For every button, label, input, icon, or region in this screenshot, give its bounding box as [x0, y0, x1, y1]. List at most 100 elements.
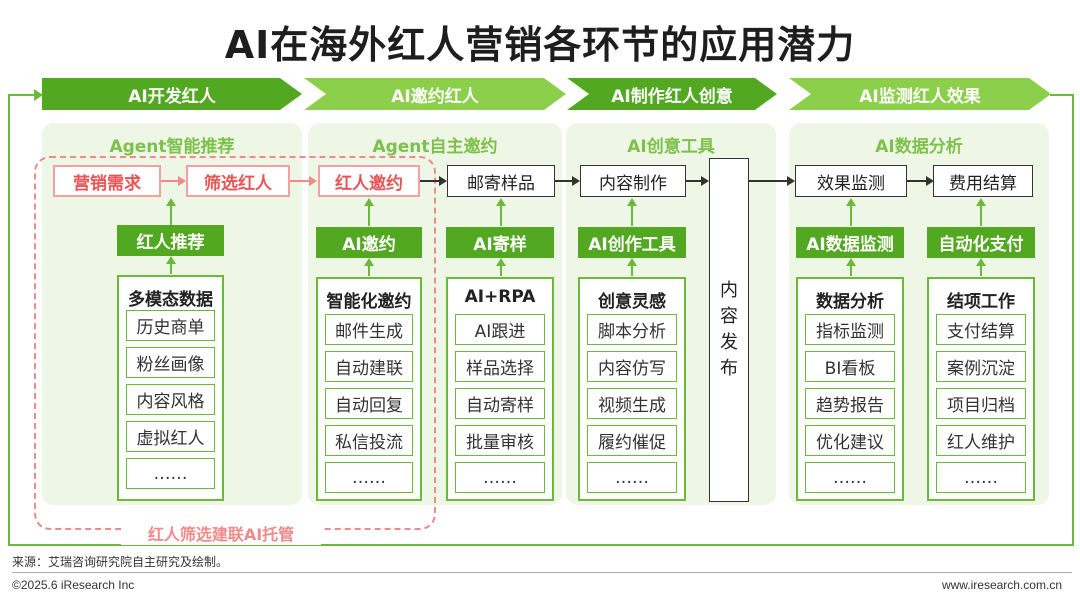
arrow-line-3	[420, 180, 440, 182]
list-item: 内容仿写	[587, 351, 677, 382]
stack-settlement-work: 结项工作 支付结算 案例沉淀 项目归档 红人维护 ……	[927, 277, 1035, 501]
list-item: 指标监测	[805, 314, 895, 345]
arrow-head-1	[178, 176, 186, 186]
stage-invite-influencers: AI邀约红人	[304, 78, 566, 110]
list-item: 粉丝画像	[126, 347, 215, 378]
list-item: 优化建议	[805, 425, 895, 456]
page-title: AI在海外红人营销各环节的应用潜力	[224, 23, 856, 67]
stack-multimodal-data: 多模态数据 历史商单 粉丝画像 内容风格 虚拟红人 ……	[117, 275, 224, 501]
list-item: ……	[126, 458, 215, 489]
up-head-c1-top	[166, 198, 176, 206]
arrow-line-6	[749, 180, 788, 182]
label-ai-creation-tools: AI创作工具	[578, 227, 686, 258]
list-item: 邮件生成	[325, 314, 413, 345]
label-ai-invite: AI邀约	[316, 227, 422, 258]
up-head-c4-top	[627, 198, 637, 206]
up-line-c3-top	[500, 205, 502, 226]
up-head-c4-bottom	[627, 258, 637, 266]
stack-head: 创意灵感	[598, 292, 666, 312]
label-ai-sample: AI寄样	[446, 227, 554, 258]
section-title-ai-creative-tools: AI创意工具	[627, 137, 715, 157]
up-line-c2-top	[368, 205, 370, 226]
arrow-line-2	[290, 180, 310, 182]
flow-mail-samples: 邮寄样品	[447, 165, 555, 197]
loop-line-top-left	[8, 94, 34, 96]
flow-fee-settlement: 费用结算	[933, 165, 1033, 197]
list-item: 虚拟红人	[126, 421, 215, 452]
label-ai-data-monitoring: AI数据监测	[796, 227, 904, 258]
arrow-head-7	[926, 176, 934, 186]
arrow-head-2	[309, 176, 317, 186]
up-line-c5-bottom	[850, 265, 852, 276]
section-title-ai-data-analysis: AI数据分析	[875, 137, 963, 157]
loop-line-right	[1072, 94, 1074, 546]
arrow-line-7	[907, 180, 927, 182]
ai-hosted-caption: 红人筛选建联AI托管	[121, 521, 321, 545]
up-line-c4-bottom	[631, 265, 633, 276]
flow-marketing-needs: 营销需求	[53, 165, 161, 197]
loop-line-top-right	[1050, 94, 1074, 96]
list-item: 私信投流	[325, 425, 413, 456]
arrow-line-5	[686, 180, 702, 182]
list-item: 历史商单	[126, 310, 215, 341]
up-head-c3-top	[496, 198, 506, 206]
loop-line-left	[8, 94, 10, 546]
stage-create-creative: AI制作红人创意	[567, 78, 777, 110]
label-influencer-recommend: 红人推荐	[117, 225, 224, 256]
list-item: 项目归档	[936, 388, 1026, 419]
list-item: 趋势报告	[805, 388, 895, 419]
up-line-c1-bottom	[170, 263, 172, 274]
flow-influencer-invite: 红人邀约	[318, 165, 420, 197]
section-title-agent-recommend: Agent智能推荐	[109, 137, 235, 157]
list-item: AI跟进	[455, 314, 545, 345]
list-item: ……	[325, 462, 413, 493]
up-line-c6-bottom	[980, 265, 982, 276]
flow-content-publish: 内容发布	[709, 158, 749, 502]
up-head-c6-top	[976, 198, 986, 206]
list-item: ……	[587, 462, 677, 493]
list-item: 视频生成	[587, 388, 677, 419]
stack-creative-inspiration: 创意灵感 脚本分析 内容仿写 视频生成 履约催促 ……	[578, 277, 686, 501]
copyright: ©2025.6 iResearch Inc	[12, 578, 135, 592]
stack-ai-rpa: AI+RPA AI跟进 样品选择 自动寄样 批量审核 ……	[446, 277, 554, 501]
list-item: 批量审核	[455, 425, 545, 456]
stack-data-analysis: 数据分析 指标监测 BI看板 趋势报告 优化建议 ……	[796, 277, 904, 501]
stack-head: 数据分析	[816, 292, 884, 312]
flow-screen-influencers: 筛选红人	[186, 165, 290, 197]
up-head-c3-bottom	[496, 258, 506, 266]
up-head-c1-bottom	[166, 256, 176, 264]
stage-develop-influencers: AI开发红人	[42, 78, 302, 110]
list-item: ……	[455, 462, 545, 493]
up-head-c5-top	[846, 198, 856, 206]
list-item: BI看板	[805, 351, 895, 382]
label-auto-payment: 自动化支付	[927, 227, 1035, 258]
list-item: 红人维护	[936, 425, 1026, 456]
up-line-c1-top	[170, 205, 172, 226]
source-note: 来源：艾瑞咨询研究院自主研究及绘制。	[12, 555, 229, 569]
list-item: 自动寄样	[455, 388, 545, 419]
stage-monitor-effect: AI监测红人效果	[789, 78, 1051, 110]
arrow-head-6	[787, 176, 795, 186]
up-head-c2-top	[364, 198, 374, 206]
flow-content-production: 内容制作	[580, 165, 686, 197]
footer-divider	[12, 572, 1072, 573]
list-item: ……	[936, 462, 1026, 493]
up-line-c6-top	[980, 205, 982, 226]
up-line-c4-top	[631, 205, 633, 226]
list-item: 自动回复	[325, 388, 413, 419]
up-head-c6-bottom	[976, 258, 986, 266]
up-head-c2-bottom	[364, 258, 374, 266]
list-item: ……	[805, 462, 895, 493]
list-item: 案例沉淀	[936, 351, 1026, 382]
arrow-line-1	[161, 180, 179, 182]
stack-head: 多模态数据	[128, 290, 213, 310]
list-item: 内容风格	[126, 384, 215, 415]
list-item: 脚本分析	[587, 314, 677, 345]
list-item: 样品选择	[455, 351, 545, 382]
stack-head: 智能化邀约	[326, 292, 412, 312]
loop-line-bottom	[8, 544, 1074, 546]
list-item: 支付结算	[936, 314, 1026, 345]
list-item: 自动建联	[325, 351, 413, 382]
arrow-head-5	[701, 176, 709, 186]
up-line-c3-bottom	[500, 265, 502, 276]
